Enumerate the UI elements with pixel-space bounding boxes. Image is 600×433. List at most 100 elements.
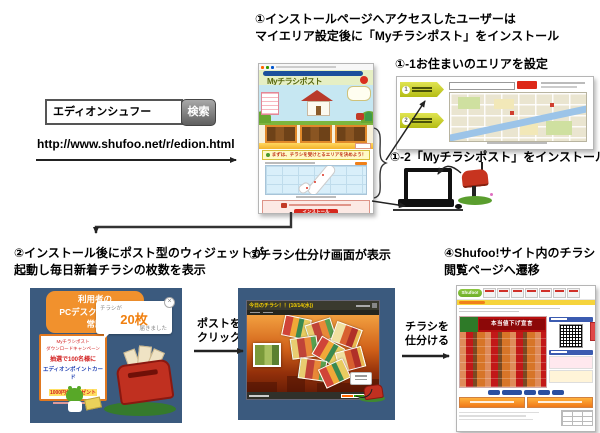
flyer-thumbnail-highlighted[interactable] — [253, 343, 281, 367]
mailbox-flag-icon — [481, 162, 483, 171]
map-confirm-button[interactable] — [355, 161, 367, 165]
nav-thumbnail[interactable] — [553, 287, 566, 298]
placeholder-text-bar — [250, 311, 260, 314]
nav-thumbnail[interactable] — [483, 287, 496, 298]
ground-strip — [259, 121, 373, 125]
sub-nav-button[interactable] — [459, 301, 485, 304]
post-click-label: ポストを クリック — [197, 317, 241, 345]
nav-thumbnail[interactable] — [525, 287, 538, 298]
city-silhouette — [317, 383, 357, 392]
ad-banner-row — [457, 396, 595, 408]
city-silhouette — [247, 382, 277, 392]
stamp-row — [457, 430, 595, 431]
speech-bubble-icon — [347, 86, 371, 101]
area-select-banner-text: まずは、チラシを受けとるエリアを決めよう！ — [271, 152, 367, 157]
grass-mound-icon — [104, 402, 176, 416]
frog-apron — [68, 401, 82, 412]
shufoo-logo[interactable]: Shufoo! — [458, 288, 482, 297]
area-select-banner: まずは、チラシを受けとるエリアを決めよう！ — [262, 150, 370, 160]
viewer-button[interactable] — [488, 390, 500, 395]
install-button[interactable]: インストール — [294, 208, 338, 213]
close-icon[interactable] — [372, 303, 377, 308]
widget-panel: 利用者の PCデスクトップに 常駐 × チラシが 20枚 届きました Myチラシ… — [30, 288, 182, 423]
name-tag-icon — [84, 396, 102, 411]
viewer-button[interactable] — [552, 390, 564, 395]
placeholder-text-bar — [265, 162, 315, 164]
header-banner — [263, 71, 363, 76]
character-dot-icon — [265, 153, 270, 157]
window-sub-bar — [247, 310, 379, 315]
placeholder-text-bar — [355, 378, 367, 380]
post-widget-mailbox[interactable] — [115, 358, 175, 406]
step1-2-heading: ①-2「Myチラシポスト」をインストール — [390, 150, 600, 164]
map-toolbar — [265, 161, 367, 165]
flyer-image[interactable]: 本当値下げ宣言 — [459, 315, 547, 388]
stamp-icon — [459, 430, 470, 431]
stamp-icon — [511, 430, 522, 431]
map-park — [458, 97, 480, 109]
sidebar-ad[interactable] — [549, 369, 593, 383]
nav-thumbnail[interactable] — [497, 287, 510, 298]
stamp-icon — [524, 430, 535, 431]
viewer-toolbar — [457, 389, 595, 397]
logo-dot — [266, 65, 269, 69]
close-icon[interactable]: × — [164, 297, 175, 308]
nav-thumbnail[interactable] — [539, 287, 552, 298]
frog-eye — [77, 386, 81, 390]
map-block — [494, 99, 514, 109]
brace — [373, 127, 388, 199]
feature-panel — [300, 125, 332, 143]
window-title-bar: 今日のチラシ！！(10/14(水)) — [247, 301, 379, 310]
step3-heading: ③チラシ仕分け画面が表示 — [249, 248, 391, 262]
bubble-text-post: 届きました — [139, 326, 167, 332]
nav-thumbnail[interactable] — [511, 287, 524, 298]
campaign-line3: 抽選で100名様に — [49, 357, 96, 363]
site-header: Shufoo! — [457, 286, 595, 300]
mailbox-icon — [363, 383, 384, 401]
resident-badge-line3: 常駐 — [86, 319, 104, 329]
stamp-icon — [472, 430, 483, 431]
placeholder-text-bar — [412, 87, 432, 89]
map-marker — [306, 187, 308, 189]
grass-mound-icon — [458, 196, 492, 205]
flyer-green-corner — [460, 316, 478, 332]
resident-badge-line2: PCデスクトップに — [59, 306, 131, 317]
viewer-button[interactable] — [524, 390, 536, 395]
feature-panel — [265, 125, 297, 143]
logo-dot — [271, 65, 274, 69]
map-caption — [259, 195, 373, 199]
search-input[interactable]: エディオンシュフー — [45, 99, 183, 125]
resident-badge-line1: 利用者の — [77, 294, 112, 304]
mailbox-icon — [356, 113, 364, 120]
search-button[interactable]: 検索 — [181, 99, 216, 126]
placeholder-text-bar — [356, 304, 370, 307]
side-tab[interactable] — [590, 322, 595, 341]
step1-heading-line2: マイエリア設定後に「Myチラシポスト」をインストール — [255, 29, 560, 43]
bubble-text-pre: チラシが — [100, 306, 122, 312]
map-marker — [314, 181, 316, 183]
japan-map[interactable] — [265, 165, 367, 195]
area-search-button[interactable] — [517, 81, 537, 89]
sort-flyer-line2: 仕分ける — [405, 335, 449, 347]
placeholder-text-bar — [263, 311, 273, 314]
character-icon — [365, 112, 372, 121]
flyer-view-area: 本当値下げ宣言 — [457, 315, 595, 389]
viewer-button[interactable] — [502, 390, 522, 395]
step1-heading: ①インストールページへアクセスしたユーザーは マイエリア設定後に「Myチラシポス… — [255, 11, 559, 45]
area-search-input[interactable] — [449, 82, 515, 90]
japan-shape — [305, 166, 338, 194]
install-page-screenshot: Myチラシポスト まずは、チラシを受けとるエリアを決めよう！ — [258, 63, 374, 214]
nav-thumbnail[interactable] — [567, 287, 580, 298]
campaign-line4: エディオンポイントカード — [42, 367, 104, 381]
placeholder-text-bar — [249, 394, 269, 397]
frog-eye — [68, 386, 72, 390]
free-badge — [360, 76, 368, 84]
ad-banner[interactable] — [527, 396, 593, 408]
bubble-count: 20枚 — [120, 312, 148, 327]
step2-heading: ②インストール後にポスト型のウィジェットが 起動し毎日新着チラシの枚数を表示 — [14, 245, 264, 279]
sidebar-ad[interactable] — [549, 355, 593, 369]
campaign-box-thumbnail — [261, 92, 279, 115]
viewer-button[interactable] — [538, 390, 550, 395]
street-map[interactable] — [449, 92, 587, 142]
ad-banner[interactable] — [459, 396, 525, 408]
